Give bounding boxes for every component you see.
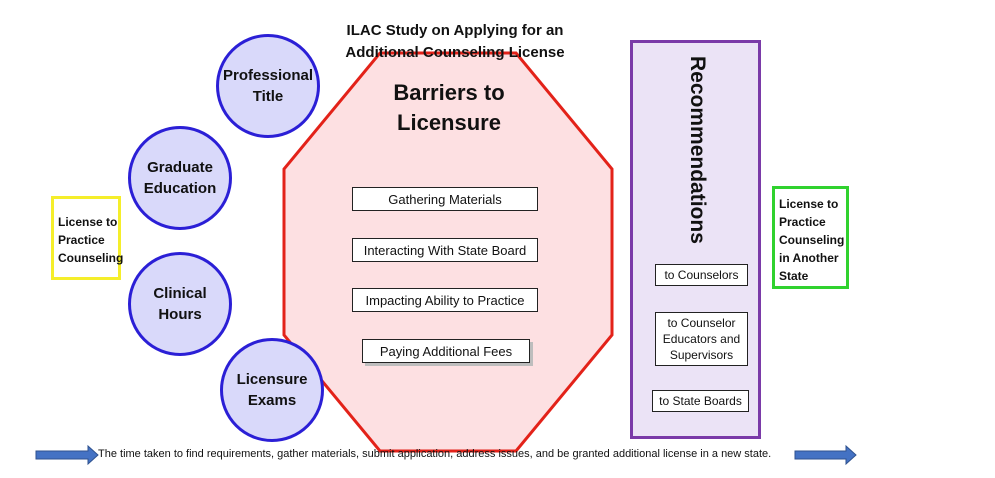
start-license-box: License to Practice Counseling [51,196,123,280]
recommendation-counselors: to Counselors [655,264,748,286]
barrier-paying-additional-fees: Paying Additional Fees [362,339,530,363]
recommendations-panel [630,40,761,439]
requirement-professional-title: Professional Title [216,34,320,138]
diagram-title: ILAC Study on Applying for an Additional… [345,22,565,61]
barrier-gathering-materials: Gathering Materials [352,187,538,211]
barrier-impacting-ability-to-practice: Impacting Ability to Practice [352,288,538,312]
requirement-graduate-education: Graduate Education [128,126,232,230]
timeline-arrow-left [35,444,99,466]
timeline-caption: The time taken to find requirements, gat… [98,448,772,460]
barriers-title: Barriers to Licensure [393,80,505,135]
recommendations-heading: Recommendations [686,56,709,244]
recommendation-state-boards: to State Boards [652,390,749,412]
requirement-clinical-hours: Clinical Hours [128,252,232,356]
end-license-box: License to Practice Counseling in Anothe… [772,186,849,289]
requirement-licensure-exams: Licensure Exams [220,338,324,442]
recommendation-counselor-educators: to Counselor Educators and Supervisors [655,312,748,366]
barrier-interacting-with-state-board: Interacting With State Board [352,238,538,262]
timeline-arrow-right [794,444,857,466]
